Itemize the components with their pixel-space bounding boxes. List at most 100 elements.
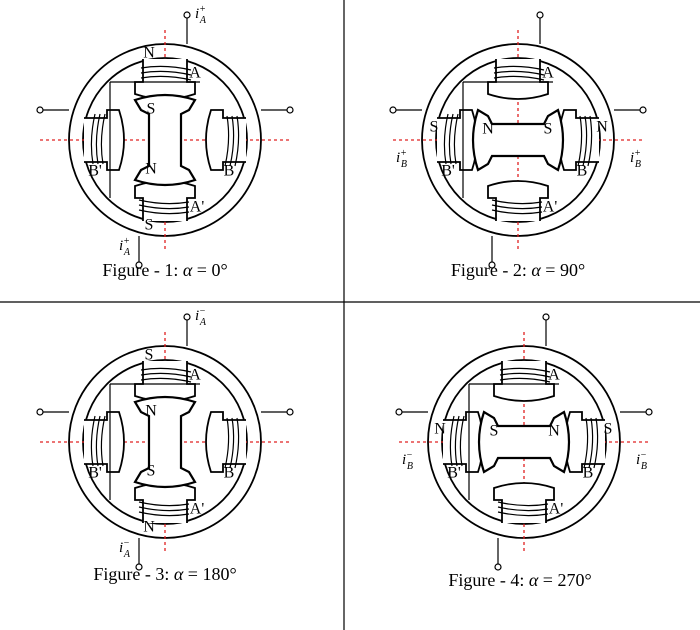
label-A-prime: A' bbox=[549, 501, 564, 518]
winding-turn bbox=[138, 209, 190, 215]
coil-wiring bbox=[462, 81, 553, 198]
winding-turn bbox=[497, 506, 549, 512]
rotor-body bbox=[471, 108, 565, 172]
winding-turn bbox=[453, 113, 459, 165]
lead-right-terminal bbox=[645, 408, 653, 416]
current-label-bottom: i+A bbox=[119, 236, 131, 258]
winding-turn bbox=[140, 70, 192, 76]
label-A: A bbox=[542, 65, 554, 82]
winding-turn bbox=[140, 65, 192, 71]
stator-pole-bottom bbox=[487, 180, 549, 221]
winding-turn bbox=[449, 415, 455, 467]
rotor-body bbox=[133, 395, 197, 489]
stator-pole-right bbox=[205, 109, 246, 171]
stator-pole-shoe bbox=[84, 411, 125, 473]
label-A: A bbox=[189, 65, 201, 82]
rotor-pole-mark-2: S bbox=[147, 463, 156, 480]
caption-fig3: Figure - 3: α = 180° bbox=[93, 564, 236, 585]
winding-turn bbox=[95, 415, 101, 467]
stator-pole-mark-right: S bbox=[604, 421, 613, 438]
stator-pole-top bbox=[487, 59, 549, 100]
wire-path bbox=[109, 383, 200, 500]
winding-turn bbox=[491, 209, 543, 215]
stator-pole-right bbox=[564, 411, 605, 473]
caption-symbol: α bbox=[182, 260, 193, 280]
stator-pole-top bbox=[134, 59, 196, 100]
coil-wiring bbox=[109, 383, 200, 500]
winding-turn bbox=[454, 415, 460, 467]
current-label-top: i−A bbox=[195, 306, 207, 328]
rotor-pole-mark-2: S bbox=[544, 121, 553, 138]
lead-bottom-terminal bbox=[135, 563, 143, 571]
winding-turn bbox=[234, 115, 240, 167]
label-A-prime: A' bbox=[190, 501, 205, 518]
lead-top-terminal bbox=[542, 313, 550, 321]
rotor bbox=[133, 395, 197, 489]
winding-turn bbox=[577, 115, 583, 167]
rotor-pole-mark-1: N bbox=[482, 121, 494, 138]
stator-pole-left bbox=[84, 411, 125, 473]
lead-right-terminal bbox=[286, 408, 294, 416]
lead-bottom-terminal bbox=[494, 563, 502, 571]
caption-symbol: α bbox=[531, 260, 541, 280]
stator-pole-top bbox=[134, 361, 196, 402]
lead-left-terminal bbox=[36, 408, 44, 416]
winding-turn bbox=[499, 367, 551, 373]
lead-left-terminal bbox=[36, 106, 44, 114]
caption-prefix: Figure - 4: bbox=[448, 570, 529, 590]
current-label-right: i+B bbox=[630, 148, 641, 170]
winding-turn bbox=[140, 372, 192, 378]
lead-left-terminal bbox=[389, 106, 397, 114]
winding-turn bbox=[224, 417, 230, 469]
caption-fig2: Figure - 2: α = 90° bbox=[451, 260, 585, 281]
rotor-body bbox=[477, 410, 571, 474]
stator-pole-shoe bbox=[493, 361, 555, 402]
stator-pole-shoe bbox=[205, 109, 246, 171]
winding-turn bbox=[138, 506, 190, 512]
label-B: B bbox=[577, 163, 588, 180]
winding-turn bbox=[493, 70, 545, 76]
stator-pole-bottom bbox=[134, 482, 196, 523]
winding-turn bbox=[234, 417, 240, 469]
caption-suffix: = 270° bbox=[538, 570, 592, 590]
winding-turn bbox=[100, 113, 106, 165]
winding-turn bbox=[459, 415, 465, 467]
caption-fig4: Figure - 4: α = 270° bbox=[448, 570, 591, 591]
stator-pole-left bbox=[443, 411, 484, 473]
lead-right-terminal bbox=[639, 106, 647, 114]
winding-turn bbox=[229, 417, 235, 469]
wire-path bbox=[468, 383, 559, 500]
winding-turn bbox=[229, 115, 235, 167]
stator-pole-right bbox=[558, 109, 599, 171]
current-label-left: i+B bbox=[396, 148, 407, 170]
stator-pole-bottom bbox=[493, 482, 555, 523]
stator-pole-mark-bottom: N bbox=[143, 519, 155, 536]
label-B-prime: B' bbox=[88, 465, 102, 482]
winding-turn bbox=[491, 199, 543, 205]
caption-symbol: α bbox=[528, 570, 539, 590]
label-A-prime: A' bbox=[543, 199, 558, 216]
label-A-prime: A' bbox=[190, 199, 205, 216]
stator-pole-bottom bbox=[134, 180, 196, 221]
rotor-pole-mark-2: N bbox=[548, 423, 560, 440]
winding-turn bbox=[90, 415, 96, 467]
rotor-pole-mark-1: N bbox=[145, 403, 157, 420]
winding-turn bbox=[499, 372, 551, 378]
caption-symbol: α bbox=[173, 564, 184, 584]
stator-pole-mark-left: N bbox=[434, 421, 446, 438]
caption-suffix: = 0° bbox=[192, 260, 228, 280]
current-label-bottom: i−A bbox=[119, 538, 131, 560]
caption-suffix: = 90° bbox=[540, 260, 586, 280]
coil-wiring bbox=[468, 383, 559, 500]
label-B-prime: B' bbox=[441, 163, 455, 180]
winding-turn bbox=[587, 115, 593, 167]
label-B-prime: B' bbox=[447, 465, 461, 482]
winding-turn bbox=[138, 204, 190, 210]
